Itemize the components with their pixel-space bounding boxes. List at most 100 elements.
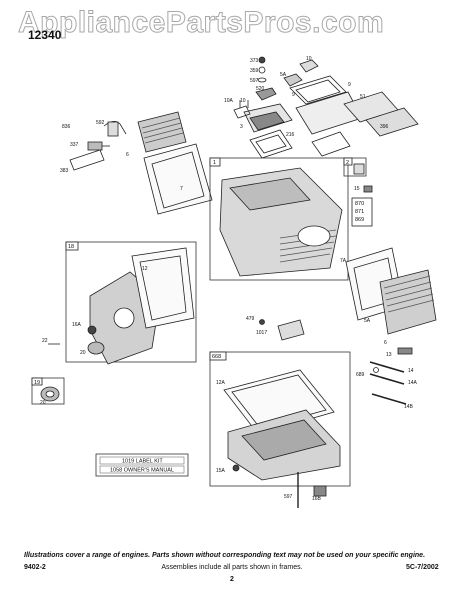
callout-22: 22 xyxy=(42,338,48,344)
frame-19-label: 19 xyxy=(34,380,40,386)
frame-2-list xyxy=(351,197,373,227)
cylinder-head-5a xyxy=(379,269,437,335)
bolt-14a xyxy=(369,373,405,385)
footer-middle-text: Assemblies include all parts shown in fr… xyxy=(161,564,303,571)
callout-20-upper: 20 xyxy=(80,350,86,356)
gasket-9-right-inner xyxy=(295,79,341,103)
frame-1-label: 1 xyxy=(213,160,216,166)
label-kit-text: 1019 LABEL KIT xyxy=(122,459,163,465)
label-kit-row xyxy=(99,456,185,465)
head-left-group xyxy=(69,111,213,215)
frame-18-tag xyxy=(65,241,79,251)
callout-13: 13 xyxy=(386,352,392,358)
part-592 xyxy=(103,121,127,135)
crankcase-opening xyxy=(229,177,311,211)
gasket-9 xyxy=(249,129,293,159)
part-15a xyxy=(232,464,240,472)
gasket-12-inner xyxy=(139,255,187,321)
part-836 xyxy=(107,121,119,137)
callout-396: 396 xyxy=(380,124,389,130)
model-label: 12340 xyxy=(28,28,62,42)
callout-337: 337 xyxy=(70,142,79,148)
callout-15a: 15A xyxy=(216,468,226,474)
callout-836: 836 xyxy=(62,124,71,130)
callout-597-top: 597 xyxy=(250,78,259,84)
frame-19: 19 xyxy=(31,377,65,405)
part-20-lower-bore xyxy=(45,390,55,398)
callout-359: 359 xyxy=(250,68,259,74)
part-597 xyxy=(257,77,267,83)
part-2-bushing xyxy=(353,163,365,175)
bolt-14 xyxy=(369,361,405,373)
bolt-14b xyxy=(371,393,407,405)
frame-668-border xyxy=(209,351,351,487)
gasket-216-lower xyxy=(311,131,351,157)
callout-1017: 1017 xyxy=(256,330,267,336)
callout-597-rod: 597 xyxy=(284,494,293,500)
frame-1: 1 xyxy=(209,157,349,281)
part-20-upper xyxy=(87,341,105,355)
callout-12a: 12A xyxy=(216,380,226,386)
frame-2-label: 2 xyxy=(346,160,349,166)
owners-manual-row xyxy=(99,465,185,474)
part-396 xyxy=(365,107,419,137)
cylinder-bore xyxy=(297,225,331,247)
callout-9-a: 9 xyxy=(292,92,295,98)
callout-373: 373 xyxy=(250,58,259,64)
frame-2-part-870: 870 xyxy=(355,201,364,207)
rocker-cover-detail xyxy=(249,111,285,131)
callout-20-lower: 20 xyxy=(40,400,46,406)
callout-12: 12 xyxy=(142,266,148,272)
callout-592: 592 xyxy=(96,120,105,126)
callout-51: 51 xyxy=(360,94,366,100)
callout-7: 7 xyxy=(180,186,183,192)
callout-6-right: 6 xyxy=(384,340,387,346)
owners-manual-text: 1058 OWNER'S MANUAL xyxy=(110,468,174,474)
part-1017 xyxy=(277,319,305,341)
callout-10-bolt: 10 xyxy=(240,98,246,104)
kit-box: 1019 LABEL KIT 1058 OWNER'S MANUAL xyxy=(95,453,189,477)
part-373 xyxy=(258,56,266,64)
frame-2-part-869: 869 xyxy=(355,217,364,223)
part-383 xyxy=(69,149,105,171)
part-337 xyxy=(87,141,103,151)
frame-668-tag xyxy=(209,351,227,361)
callout-7a: 7A xyxy=(340,258,347,264)
footer-left-code: 9402-2 xyxy=(24,564,46,571)
part-13 xyxy=(397,347,413,355)
callout-14b: 14B xyxy=(404,404,414,410)
part-16b xyxy=(313,485,327,497)
frame-1-tag xyxy=(209,157,221,167)
rocker-cover-group xyxy=(233,56,419,159)
callout-520: 520 xyxy=(256,86,265,92)
head-right-fins xyxy=(383,275,435,313)
frame-18: 18 xyxy=(48,241,197,365)
gasket-12 xyxy=(131,247,195,329)
gasket-9-inner xyxy=(255,134,287,154)
footer-right-code: 5C-7/2002 xyxy=(406,564,439,571)
watermark: AppliancePartsPros.com xyxy=(17,6,385,40)
callout-14: 14 xyxy=(408,368,414,374)
callout-383: 383 xyxy=(60,168,69,174)
crank-seal-bore xyxy=(113,307,135,329)
head-right-group xyxy=(345,247,437,405)
frame-1-border xyxy=(209,157,349,281)
callout-479: 479 xyxy=(246,316,255,322)
gasket-9-right xyxy=(289,75,347,105)
callout-5a-top: 5A xyxy=(280,72,287,78)
frame-668: 668 xyxy=(209,351,351,487)
frame-19-border xyxy=(31,377,65,405)
label-plate-group xyxy=(259,319,305,341)
part-520 xyxy=(255,87,277,101)
callout-16b: 16B xyxy=(312,496,322,502)
head-fins xyxy=(141,117,184,144)
head-gasket-7-inner xyxy=(151,151,205,209)
callout-16a: 16A xyxy=(72,322,82,328)
part-479 xyxy=(259,319,265,325)
frame-18-label: 18 xyxy=(68,244,74,250)
frame-2: 2 870 871 869 xyxy=(343,157,373,227)
part-10 xyxy=(299,59,319,73)
callout-3: 3 xyxy=(240,124,243,130)
